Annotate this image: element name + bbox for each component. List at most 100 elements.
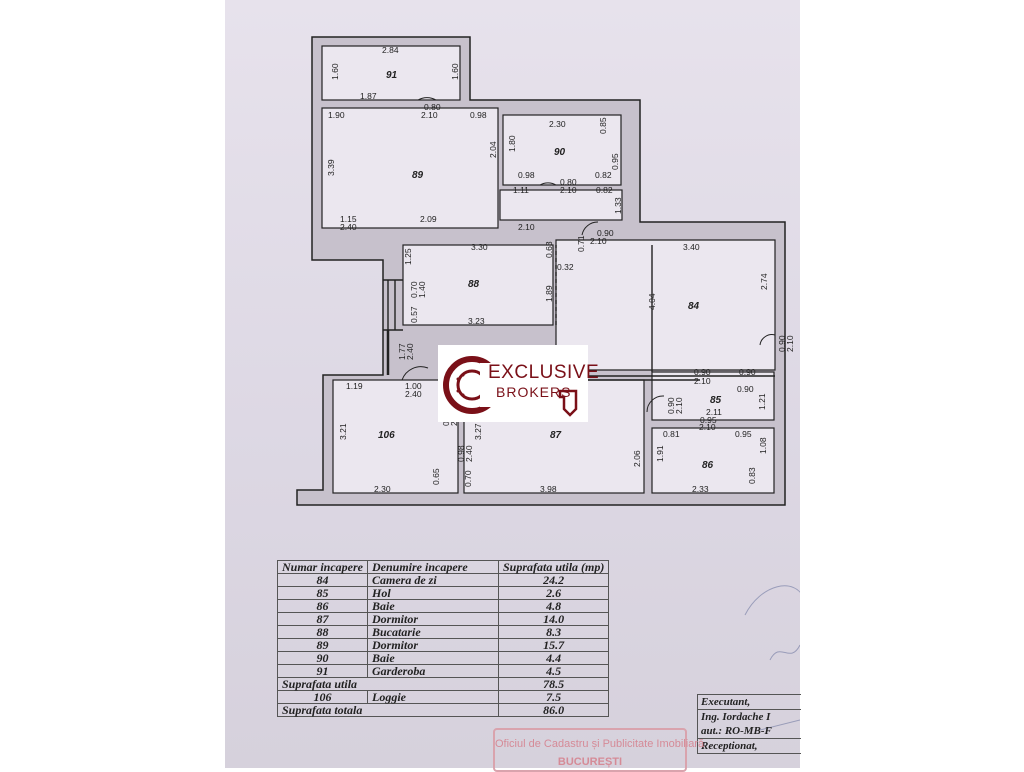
logo-key-icon — [558, 389, 578, 417]
dimension-label: 2.40 — [464, 445, 474, 462]
dimension-label: 2.10 — [694, 376, 711, 386]
area-table: Numar incapere Denumire incapere Suprafa… — [277, 560, 610, 717]
cell-number: 87 — [277, 612, 368, 626]
room-label: 85 — [710, 395, 722, 406]
dimension-label: 2.10 — [518, 222, 535, 232]
dimension-label: 2.04 — [488, 141, 498, 158]
dimension-label: 1.87 — [360, 91, 377, 101]
executant-label: Executant, — [698, 695, 801, 710]
dimension-label: 0.98 — [470, 110, 487, 120]
dimension-label: 2.40 — [405, 343, 415, 360]
dimension-label: 1.25 — [403, 248, 413, 265]
dimension-label: 2.10 — [560, 185, 577, 195]
signature-stamp — [744, 585, 800, 731]
cell-name: Loggie — [367, 690, 499, 704]
stamp-line2: BUCUREȘTI — [557, 756, 623, 768]
dimension-label: 2.10 — [785, 335, 795, 352]
dimension-label: 1.40 — [417, 281, 427, 298]
dimension-label: 0.90 — [777, 335, 787, 352]
dimension-label: 0.98 — [518, 170, 535, 180]
cell-number: 91 — [277, 664, 368, 678]
dimension-label: 3.27 — [473, 423, 483, 440]
cell-name: Dormitor — [367, 638, 499, 652]
dimension-label: 1.19 — [346, 381, 363, 391]
dimension-label: 1.11 — [513, 185, 529, 195]
cell-area: 4.4 — [497, 651, 610, 665]
cell-name: Dormitor — [367, 612, 499, 626]
cell-area: 4.8 — [497, 599, 610, 613]
dimension-label: 0.81 — [663, 429, 680, 439]
executant-box: Executant, Ing. Iordache I aut.: RO-MB-F… — [697, 694, 801, 754]
dimension-label: 0.90 — [597, 228, 614, 238]
room-floors — [321, 45, 776, 494]
dimension-label: 2.74 — [759, 273, 769, 290]
dimension-label: 1.60 — [450, 63, 460, 80]
header-name: Denumire incapere — [367, 560, 499, 574]
logo-icon — [443, 356, 500, 414]
dimension-label: 1.77 — [397, 343, 407, 360]
dimension-label: 0.70 — [409, 281, 419, 298]
dimension-label: 0.80 — [424, 102, 441, 112]
cell-util-value: 78.5 — [497, 677, 610, 691]
dimension-label: 0.57 — [409, 306, 419, 323]
dimension-label: 1.33 — [613, 197, 623, 214]
receptionat-label: Receptionat, — [701, 740, 758, 752]
dimension-label: 1.21 — [757, 393, 767, 410]
cell-area: 24.2 — [497, 573, 610, 587]
dimension-label: 0.98 — [456, 445, 466, 462]
dimension-label: 3.23 — [468, 316, 485, 326]
dimension-label: 3.40 — [683, 242, 700, 252]
cell-number: 85 — [277, 586, 368, 600]
dimension-label: 0.90 — [694, 367, 711, 377]
dimension-label: 0.90 — [666, 397, 676, 414]
doors — [401, 97, 776, 413]
dimension-label: 2.11 — [706, 407, 722, 417]
header-area: Suprafata utila (mp) — [497, 560, 610, 574]
cell-number: 89 — [277, 638, 368, 652]
cell-name: Bucatarie — [367, 625, 499, 639]
room-label: 84 — [688, 301, 700, 312]
dimension-label: 0.71 — [576, 235, 586, 252]
room-label: 106 — [378, 430, 395, 441]
executant-name: Ing. Iordache I — [701, 711, 771, 723]
floor-plan: 91 89 90 88 84 85 86 87 106 2.84 1.60 1.… — [296, 36, 800, 731]
dimension-label: 4.04 — [647, 293, 657, 310]
dimension-label: 0.95 — [610, 153, 620, 170]
room-label: 91 — [386, 70, 398, 81]
dimension-label: 0.90 — [737, 384, 754, 394]
cell-area: 8.3 — [497, 625, 610, 639]
dimension-label: 2.33 — [692, 484, 709, 494]
room-label: 87 — [550, 430, 562, 441]
dimension-label: 3.98 — [540, 484, 557, 494]
cell-area: 14.0 — [497, 612, 610, 626]
dimension-label: 2.40 — [405, 389, 422, 399]
dimension-label: 2.10 — [590, 236, 607, 246]
cell-number: 88 — [277, 625, 368, 639]
room-label: 88 — [468, 279, 480, 290]
dimension-label: 0.85 — [598, 117, 608, 134]
dimension-label: 2.84 — [382, 45, 399, 55]
cell-number: 86 — [277, 599, 368, 613]
cell-util-label: Suprafata utila — [277, 677, 499, 691]
room-label: 90 — [554, 147, 566, 158]
cell-total-label: Suprafata totala — [277, 703, 499, 717]
dimension-label: 2.30 — [374, 484, 391, 494]
dimension-label: 0.83 — [747, 467, 757, 484]
cell-area: 7.5 — [497, 690, 610, 704]
cell-name: Camera de zi — [367, 573, 499, 587]
dimension-label: 0.63 — [544, 241, 554, 258]
logo-watermark — [438, 345, 588, 422]
dimension-label: 0.32 — [557, 262, 574, 272]
cell-area: 2.6 — [497, 586, 610, 600]
dimension-label: 2.10 — [699, 422, 716, 432]
dimension-label: 1.91 — [655, 445, 665, 462]
